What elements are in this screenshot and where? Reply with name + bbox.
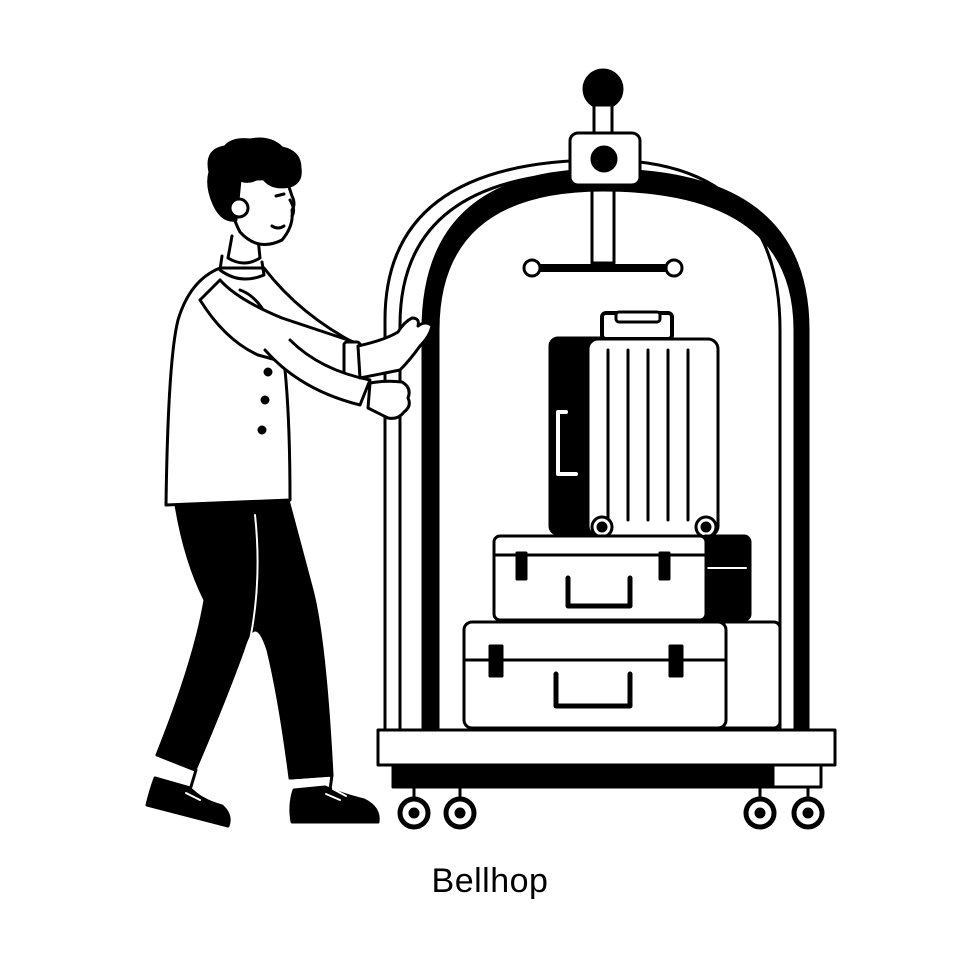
left-hand-icon [366, 379, 411, 420]
middle-suitcase [492, 534, 708, 622]
cart-hanging-pole [590, 181, 616, 265]
bottom-suitcase [462, 620, 728, 730]
person-icon [145, 137, 434, 828]
luggage-cart-icon [376, 68, 837, 830]
person-trousers [155, 498, 334, 780]
cart-wheels [397, 785, 825, 830]
cart-top-knob [582, 68, 624, 110]
illustration-caption: Bellhop [431, 862, 549, 900]
right-hand-icon [356, 316, 434, 380]
luggage-stack [462, 310, 782, 730]
person-hair [207, 137, 302, 222]
cart-platform [376, 728, 837, 767]
left-shoe-icon [145, 776, 231, 828]
right-shoe-icon [289, 785, 380, 824]
